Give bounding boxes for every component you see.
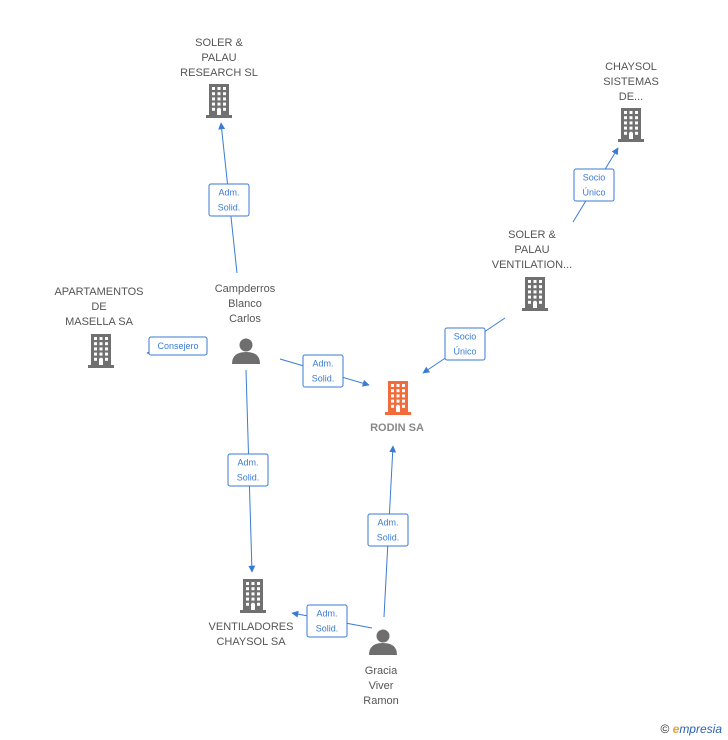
edge-label-box[interactable] [306, 604, 348, 638]
node-ventiladores[interactable]: VENTILADORES CHAYSOL SA [209, 579, 294, 648]
edge-label-text: Adm. [316, 609, 337, 619]
node-label-line: PALAU [201, 52, 236, 64]
edge-gracia-to-ventiladores: Adm. Solid. [291, 604, 373, 638]
copyright-symbol: © [660, 722, 670, 736]
building-icon [522, 277, 548, 311]
edge-campderros-to-ventiladores: Adm. Solid. [227, 369, 269, 573]
edge-label-box[interactable] [148, 336, 208, 356]
building-icon [385, 381, 411, 415]
node-label-line: SOLER & [508, 229, 556, 241]
building-icon [88, 334, 114, 368]
node-label-line: SOLER & [195, 37, 243, 49]
edge-label-text: Adm. [377, 518, 398, 528]
node-apartamentos[interactable]: APARTAMENTOS DE MASELLA SA [54, 286, 144, 368]
edge-gracia-to-rodin: Adm. Solid. [367, 445, 409, 618]
edge-label-text: Socio [454, 332, 477, 342]
node-label-line: RESEARCH SL [180, 67, 258, 79]
edge-label-text: Socio [583, 173, 606, 183]
person-icon [369, 629, 397, 655]
edge-label-text: Adm. [218, 188, 239, 198]
edge-label-text: Solid. [237, 473, 260, 483]
edge-label-text: Único [582, 188, 605, 198]
edge-label-text: Solid. [312, 374, 335, 384]
node-chaysol_sistemas[interactable]: CHAYSOL SISTEMAS DE... [603, 61, 659, 142]
person-icon [232, 338, 260, 364]
node-label-line: Carlos [229, 313, 261, 325]
node-label-line: VENTILATION... [492, 259, 572, 271]
edge-label-text: Consejero [157, 341, 198, 351]
building-icon [618, 108, 644, 142]
edge-label-text: Adm. [312, 359, 333, 369]
node-label-line: DE... [619, 91, 643, 103]
node-soler_ventilation[interactable]: SOLER & PALAU VENTILATION... [492, 229, 572, 311]
node-label-line: DE [91, 301, 106, 313]
edge-campderros-to-apartamentos: Consejero [146, 336, 208, 356]
node-soler_research[interactable]: SOLER & PALAU RESEARCH SL [180, 37, 258, 118]
node-label-line: SISTEMAS [603, 76, 659, 88]
edge-label-text: Solid. [316, 624, 339, 634]
edge-campderros-to-rodin: Adm. Solid. [279, 354, 370, 388]
edge-label-box[interactable] [208, 183, 250, 217]
brand-initial: e [672, 722, 680, 736]
node-label-line: Campderros [215, 283, 276, 295]
edge-campderros-to-soler_research: Adm. Solid. [208, 122, 250, 274]
edge-label-text: Único [453, 347, 476, 357]
edge-label-box[interactable] [367, 513, 409, 547]
edge-label-box[interactable] [573, 168, 615, 202]
footer-brand: © empresia [660, 722, 722, 736]
node-label-line: VENTILADORES [209, 621, 294, 633]
edge-label-text: Adm. [237, 458, 258, 468]
building-icon [240, 579, 266, 613]
edge-label-box[interactable] [302, 354, 344, 388]
edge-label-box[interactable] [227, 453, 269, 487]
edge-label-box[interactable] [444, 327, 486, 361]
node-rodin[interactable]: RODIN SA [370, 381, 424, 434]
node-label-line: MASELLA SA [65, 316, 134, 328]
node-label-line: Gracia [365, 665, 398, 677]
node-label-line: CHAYSOL SA [216, 636, 286, 648]
node-label-line: CHAYSOL [605, 61, 657, 73]
node-label-line: Ramon [363, 695, 398, 707]
node-label-line: RODIN SA [370, 422, 424, 434]
edge-label-text: Solid. [377, 533, 400, 543]
brand-name: mpresia [679, 722, 722, 736]
node-label-line: Blanco [228, 298, 262, 310]
node-label-line: PALAU [514, 244, 549, 256]
node-label-line: APARTAMENTOS [54, 286, 143, 298]
building-icon [206, 84, 232, 118]
node-label-line: Viver [369, 680, 394, 692]
edge-label-text: Solid. [218, 203, 241, 213]
